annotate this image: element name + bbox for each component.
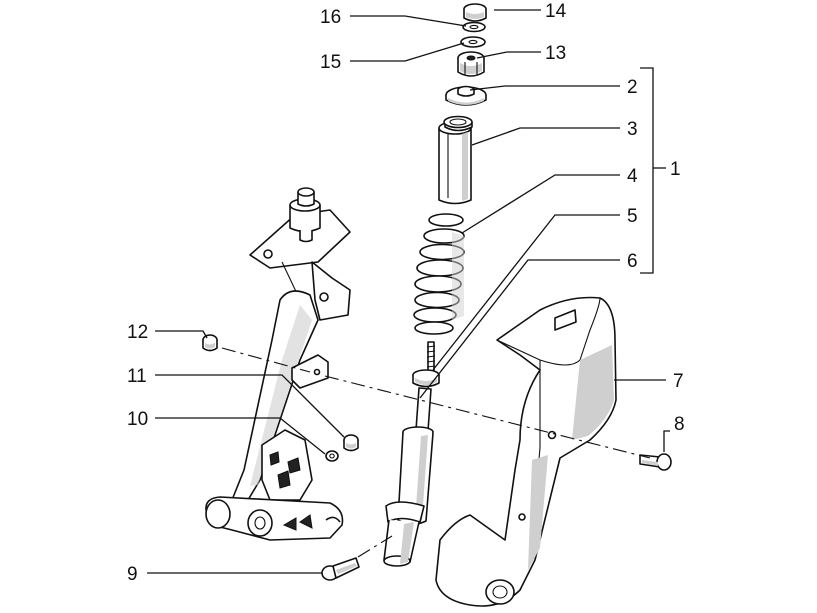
frame-bracket [205, 187, 351, 541]
part-11-nut [343, 434, 359, 452]
label-part-2: 2 [627, 77, 638, 98]
part-13-rubber-bush [457, 51, 485, 77]
part-7-swing-arm-cover [435, 296, 617, 607]
label-part-8: 8 [674, 414, 685, 435]
assembly-axes [221, 347, 651, 558]
label-part-6: 6 [627, 251, 638, 272]
label-part-12: 12 [127, 322, 148, 343]
label-part-7: 7 [673, 371, 684, 392]
label-part-9: 9 [127, 564, 138, 585]
label-part-16: 16 [320, 7, 341, 28]
part-12-nut [202, 334, 218, 352]
label-part-5: 5 [627, 206, 638, 227]
part-10-washer [325, 450, 339, 462]
label-part-3: 3 [627, 119, 638, 140]
part-9-bolt [321, 557, 360, 581]
label-part-13: 13 [545, 43, 566, 64]
leader-lines [147, 9, 670, 574]
label-part-15: 15 [320, 52, 341, 73]
part-4-coil-spring [413, 213, 465, 335]
part-16-washer [462, 21, 486, 33]
part-3-dust-sleeve [438, 115, 473, 205]
part-14-cap-nut [463, 3, 487, 22]
label-part-10: 10 [127, 409, 148, 430]
label-part-14: 14 [545, 1, 567, 22]
part-5-6-shock-absorber [383, 341, 440, 567]
part-15-washer [460, 36, 486, 48]
label-part-11: 11 [127, 366, 147, 387]
label-part-4: 4 [627, 166, 638, 187]
part-8-bolt [639, 453, 672, 471]
label-part-1: 1 [670, 159, 681, 180]
part-number-labels: 14 16 15 13 2 3 1 4 5 6 12 11 7 10 8 9 [127, 1, 685, 585]
part-2-spring-seat [445, 85, 487, 106]
